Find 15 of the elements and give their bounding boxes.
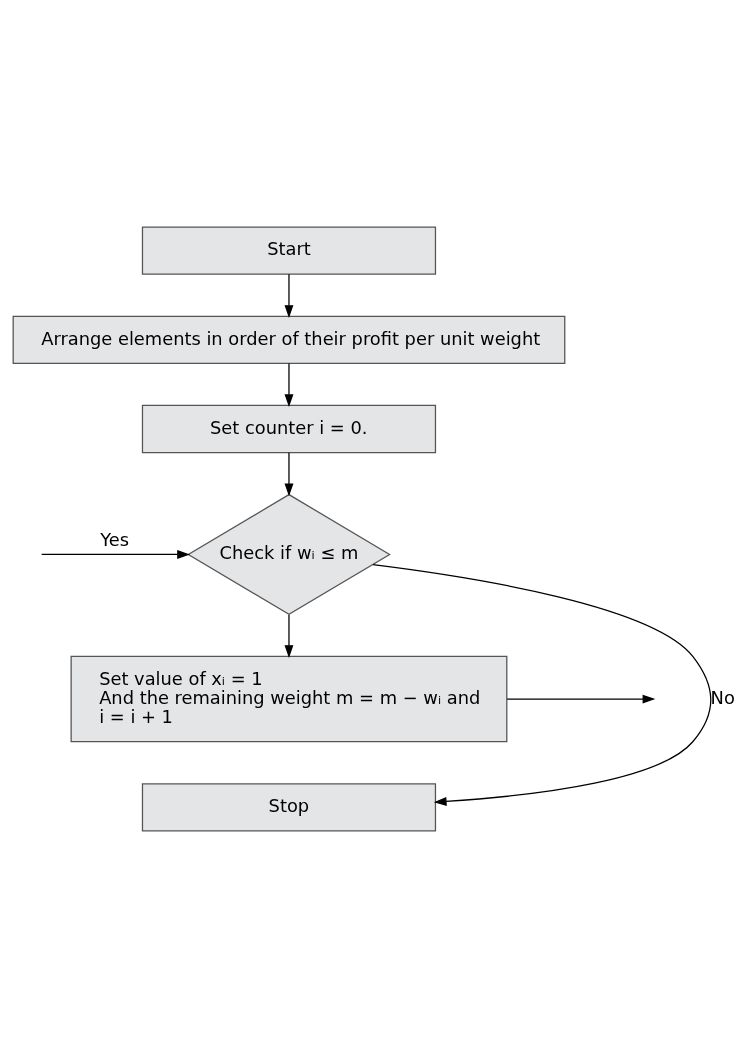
arrow [284, 451, 294, 496]
arrow [284, 362, 294, 407]
node-box: Arrange elements in order of their profit per unit weight [12, 315, 566, 364]
node-box: Start [141, 225, 437, 275]
edge-label: Yes [100, 528, 130, 550]
arrow [41, 549, 190, 559]
edge-label: No [710, 686, 735, 708]
node-diamond: Check if wᵢ ≤ m [187, 493, 391, 615]
arrow [372, 563, 712, 806]
arrow [284, 273, 294, 318]
node-box: Stop [141, 782, 437, 832]
node-box: Set value of xᵢ = 1 And the remaining weight m = m − wᵢ and i = i + 1 [70, 655, 508, 742]
arrow [506, 694, 656, 704]
node-box: Set counter i = 0. [141, 404, 437, 453]
arrow [284, 613, 294, 658]
